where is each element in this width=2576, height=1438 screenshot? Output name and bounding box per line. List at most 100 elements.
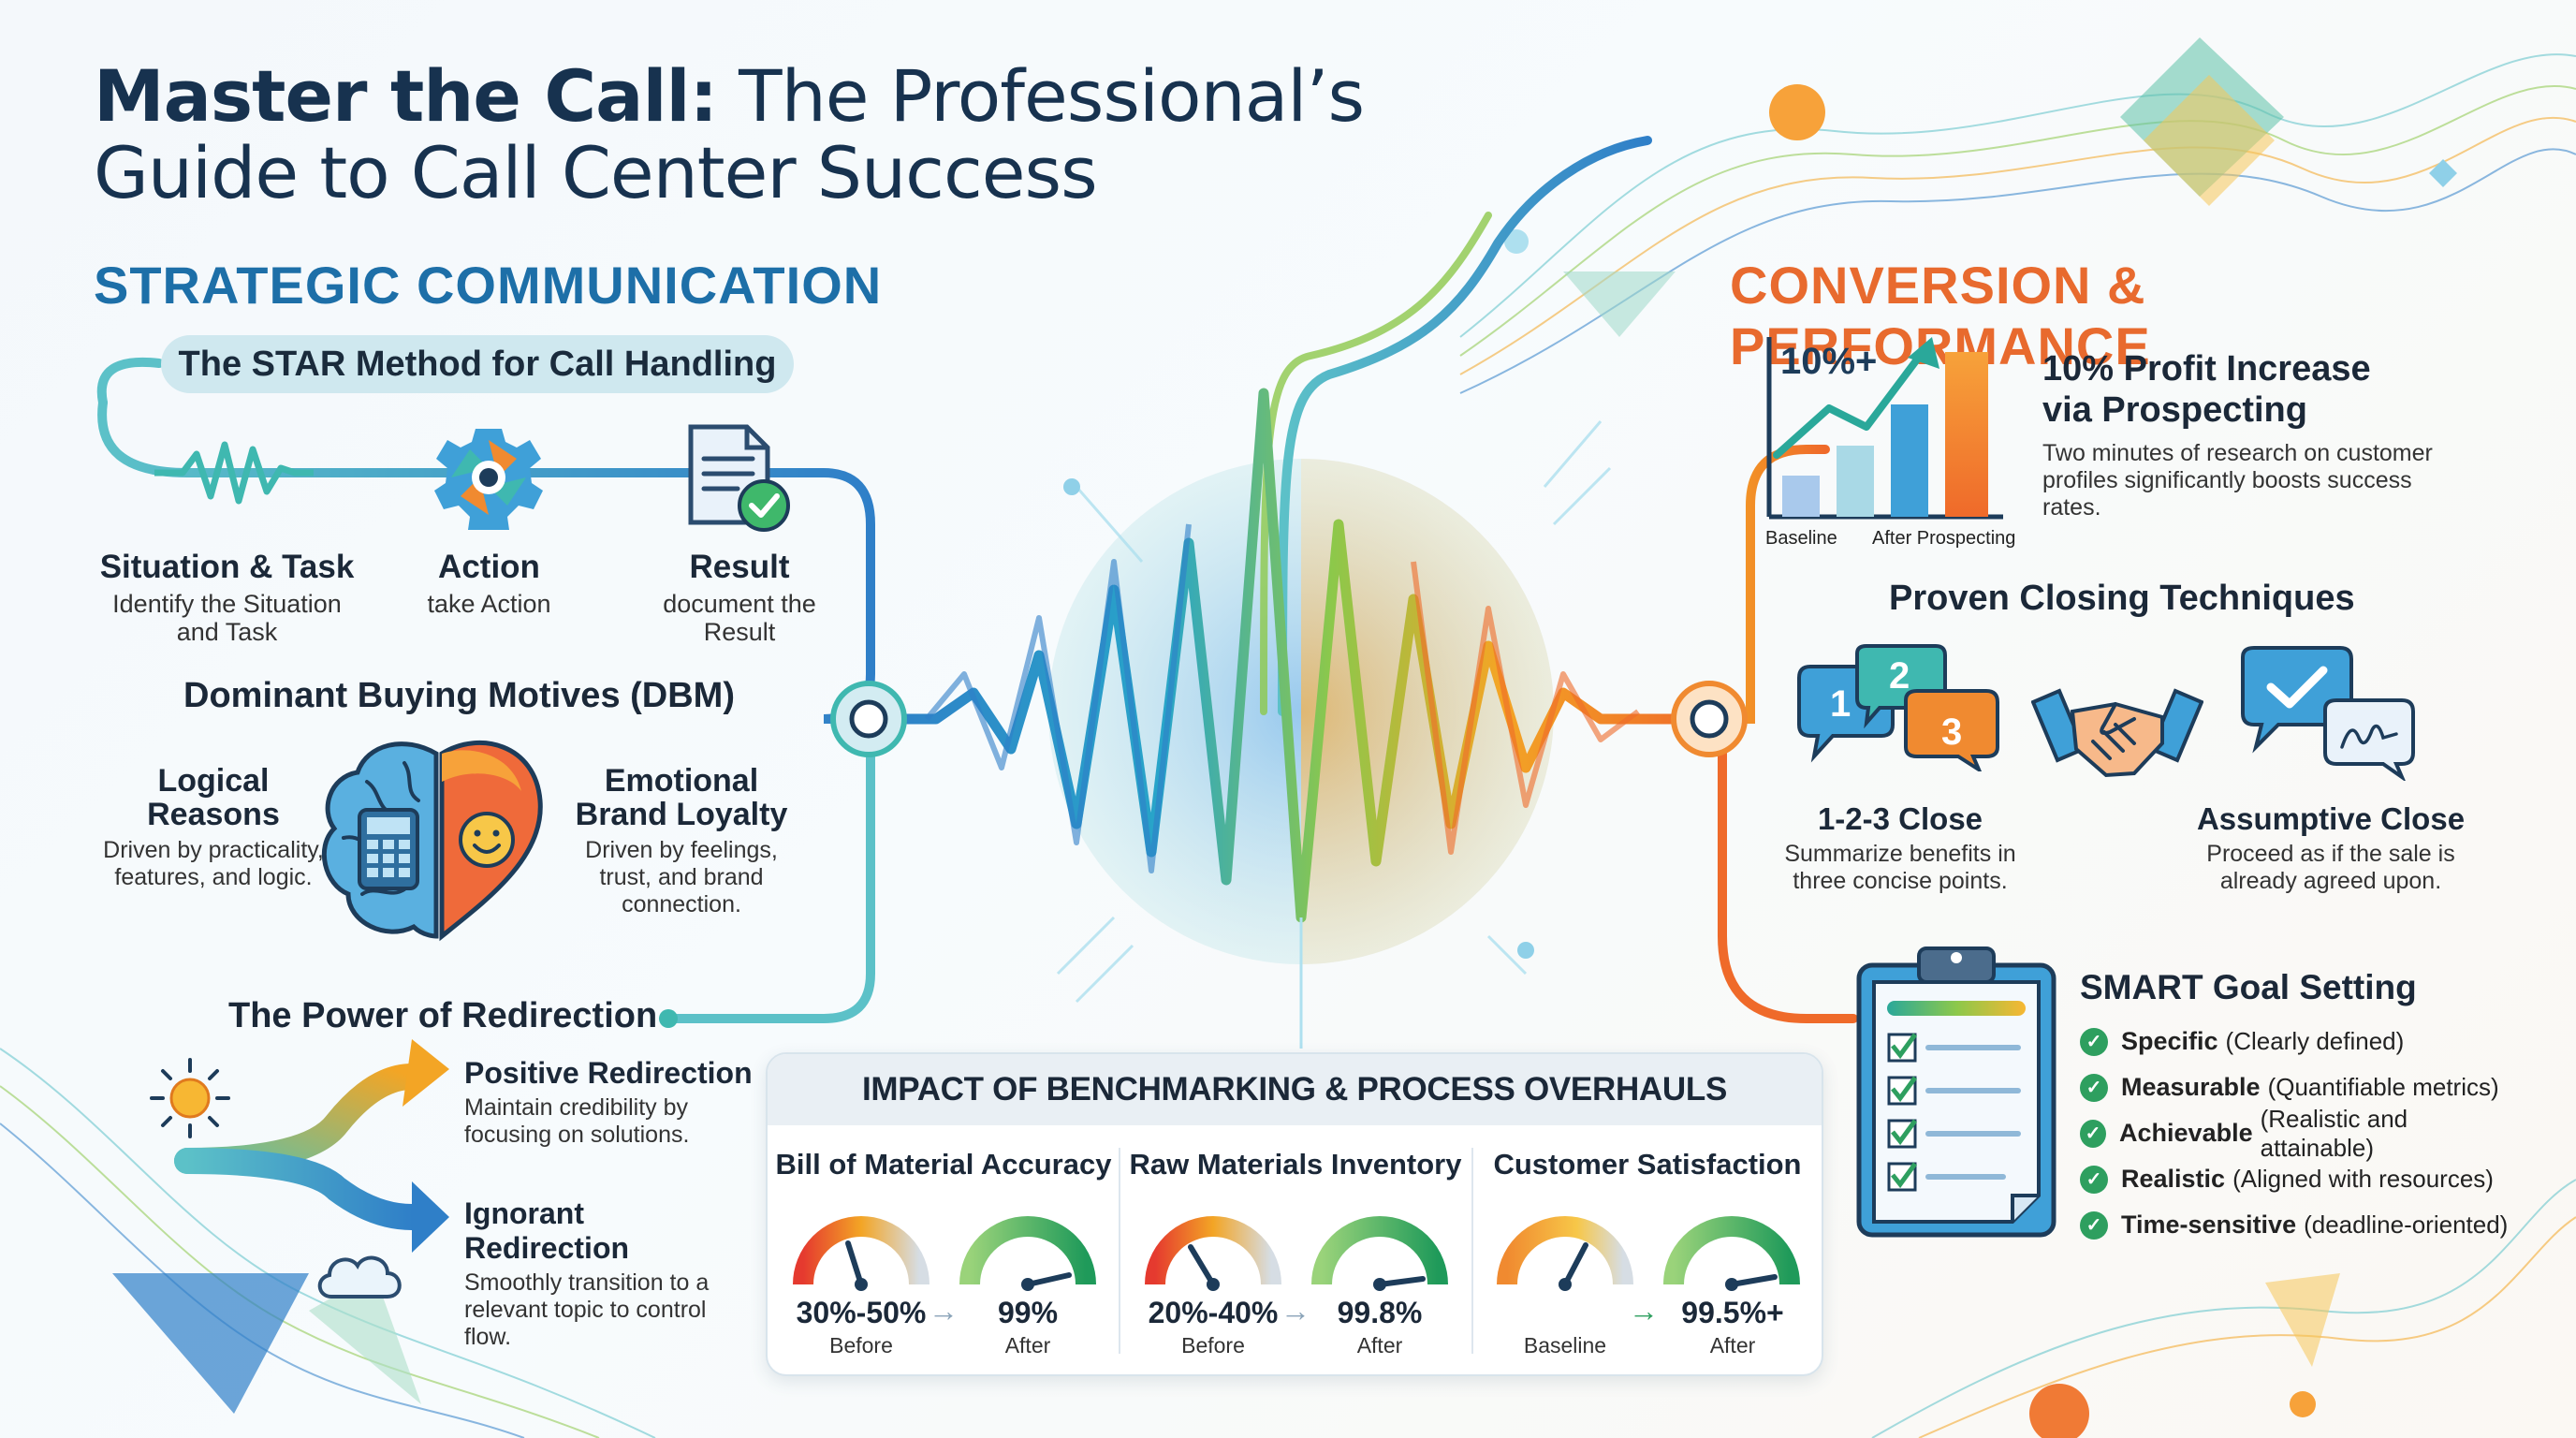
step-title: Action (438, 549, 540, 585)
after-label: After (1356, 1333, 1403, 1357)
sun-icon (150, 1058, 230, 1138)
gauge-before (1145, 1216, 1281, 1291)
gauge-after (959, 1216, 1096, 1291)
smart-item: ✓ Achievable(Realistic and attainable) (2080, 1105, 2510, 1162)
step-desc: take Action (427, 590, 551, 618)
smart-item: ✓ Realistic(Aligned with resources) (2080, 1156, 2510, 1202)
step-title: Result (689, 549, 790, 585)
smart-heading: SMART Goal Setting (2080, 968, 2417, 1006)
gauges (793, 1216, 1800, 1291)
emotional-desc: Driven by feelings, trust, and brand con… (585, 837, 778, 917)
smart-note: (deadline-oriented) (2304, 1211, 2509, 1239)
logical-title: Logical Reasons (147, 763, 280, 832)
profit-growth-chart-icon (1766, 337, 2003, 520)
one-two-three-title: 1-2-3 Close (1817, 801, 1983, 836)
smart-list: ✓ Specific(Clearly defined) ✓Measurable(Q… (2080, 1019, 2510, 1248)
bubble-number-2: 2 (1889, 655, 1910, 697)
bench-group-title: Raw Materials Inventory (1129, 1148, 1462, 1181)
after-value: 99.5%+ (1681, 1296, 1784, 1329)
smart-item: ✓ Specific(Clearly defined) (2080, 1019, 2510, 1064)
star-step-action: Action take Action (384, 549, 594, 618)
check-icon: ✓ (2080, 1165, 2108, 1194)
brain-heart-icon (321, 740, 543, 942)
bubble-number-1: 1 (1830, 683, 1852, 725)
smart-item: ✓ Time-sensitive(deadline-oriented) (2080, 1202, 2510, 1248)
after-value: 99% (997, 1296, 1059, 1329)
smart-note: (Realistic and attainable) (2260, 1104, 2408, 1162)
smart-note: (Quantifiable metrics) (2267, 1073, 2499, 1101)
logical-block: Logical Reasons Driven by practicality, … (92, 764, 335, 891)
gauge-after (1311, 1216, 1448, 1291)
benchmark-heading: IMPACT OF BENCHMARKING & PROCESS OVERHAU… (768, 1054, 1822, 1125)
redirection-heading: The Power of Redirection (228, 996, 658, 1035)
arrow-right-icon: → (1281, 1294, 1310, 1328)
gear-icon (434, 429, 543, 530)
baseline-label: Baseline (1523, 1333, 1607, 1357)
one-two-three-close-block: 1-2-3 Close Summarize benefits in three … (1760, 801, 2041, 895)
smart-note: (Clearly defined) (2225, 1027, 2405, 1055)
ignorant-title: Ignorant Redirection (464, 1196, 630, 1265)
smart-term: Time-sensitive (2121, 1211, 2297, 1239)
document-check-icon (688, 424, 790, 532)
clipboard-checklist-icon (1856, 946, 2056, 1238)
emotional-block: Emotional Brand Loyalty Driven by feelin… (562, 764, 801, 918)
smart-term: Specific (2121, 1027, 2218, 1055)
profit-desc: Two minutes of research on customer prof… (2042, 440, 2464, 521)
conversion-heading: CONVERSION & PERFORMANCE (1730, 256, 2151, 375)
title-bold: Master the Call: (94, 54, 718, 138)
before-label: Before (829, 1333, 893, 1357)
bubble-number-3: 3 (1941, 712, 1963, 753)
dbm-heading: Dominant Buying Motives (DBM) (183, 676, 735, 715)
check-icon: ✓ (2080, 1211, 2108, 1240)
arrow-right-icon: → (1629, 1294, 1659, 1328)
gauge-after (1663, 1216, 1800, 1291)
benchmark-panel: IMPACT OF BENCHMARKING & PROCESS OVERHAU… (766, 1052, 1823, 1376)
check-icon: ✓ (2080, 1073, 2108, 1102)
profit-label-baseline: Baseline (1765, 528, 1837, 549)
check-icon: ✓ (2080, 1027, 2108, 1056)
arrow-right-icon: → (929, 1294, 959, 1328)
after-value: 99.8% (1337, 1296, 1423, 1329)
smart-note: (Aligned with resources) (2232, 1165, 2494, 1193)
assumptive-close-block: Assumptive Close Proceed as if the sale … (2190, 801, 2471, 895)
speech-bubbles-icon (1797, 644, 1999, 771)
logical-desc: Driven by practicality, features, and lo… (103, 837, 324, 890)
star-step-result: Result document the Result (637, 549, 842, 646)
ignorant-desc: Smoothly transition to a relevant topic … (464, 1269, 710, 1350)
before-value: 20%-40% (1148, 1296, 1279, 1329)
assumptive-desc: Proceed as if the sale is already agreed… (2206, 841, 2455, 894)
profit-desc-text: Two minutes of research on customer prof… (2042, 440, 2433, 521)
divider (1471, 1148, 1473, 1354)
bench-group-title: Customer Satisfaction (1493, 1148, 1802, 1181)
strategic-heading: STRATEGIC COMMUNICATION (94, 256, 883, 315)
handshake-icon (2031, 688, 2203, 778)
check-icon: ✓ (2080, 1119, 2107, 1148)
star-step-situation: Situation & Task Identify the Situation … (94, 549, 360, 646)
before-value: 30%-50% (796, 1296, 927, 1329)
positive-redirection-block: Positive Redirection Maintain credibilit… (464, 1056, 773, 1149)
emotional-title: Emotional Brand Loyalty (575, 763, 788, 832)
after-label: After (1709, 1333, 1756, 1357)
assumptive-title: Assumptive Close (2196, 801, 2466, 836)
smart-term: Achievable (2119, 1119, 2253, 1147)
page-title: Master the Call: The Professional’s Guid… (94, 58, 1404, 212)
title-rest: The Professional’s (739, 54, 1365, 138)
title-line2: Guide to Call Center Success (94, 131, 1098, 214)
closing-heading: Proven Closing Techniques (1889, 579, 2355, 618)
one-two-three-desc: Summarize benefits in three concise poin… (1784, 841, 2016, 894)
step-title: Situation & Task (99, 549, 355, 585)
step-desc: Identify the Situation and Task (112, 590, 342, 646)
positive-desc: Maintain credibility by focusing on solu… (464, 1094, 690, 1148)
profit-title: 10% Profit Increase via Prospecting (2042, 349, 2371, 430)
divider (1119, 1148, 1120, 1354)
smart-item: ✓Measurable(Quantifiable metrics) (2080, 1064, 2510, 1110)
gauge-before (793, 1216, 929, 1291)
positive-title: Positive Redirection (464, 1056, 753, 1090)
assumptive-check-bubble-icon (2241, 646, 2415, 781)
star-method-pill: The STAR Method for Call Handling (161, 335, 794, 393)
after-label: After (1004, 1333, 1051, 1357)
step-desc: document the Result (663, 590, 816, 646)
wave-icon (154, 441, 314, 505)
smart-term: Realistic (2121, 1165, 2226, 1193)
